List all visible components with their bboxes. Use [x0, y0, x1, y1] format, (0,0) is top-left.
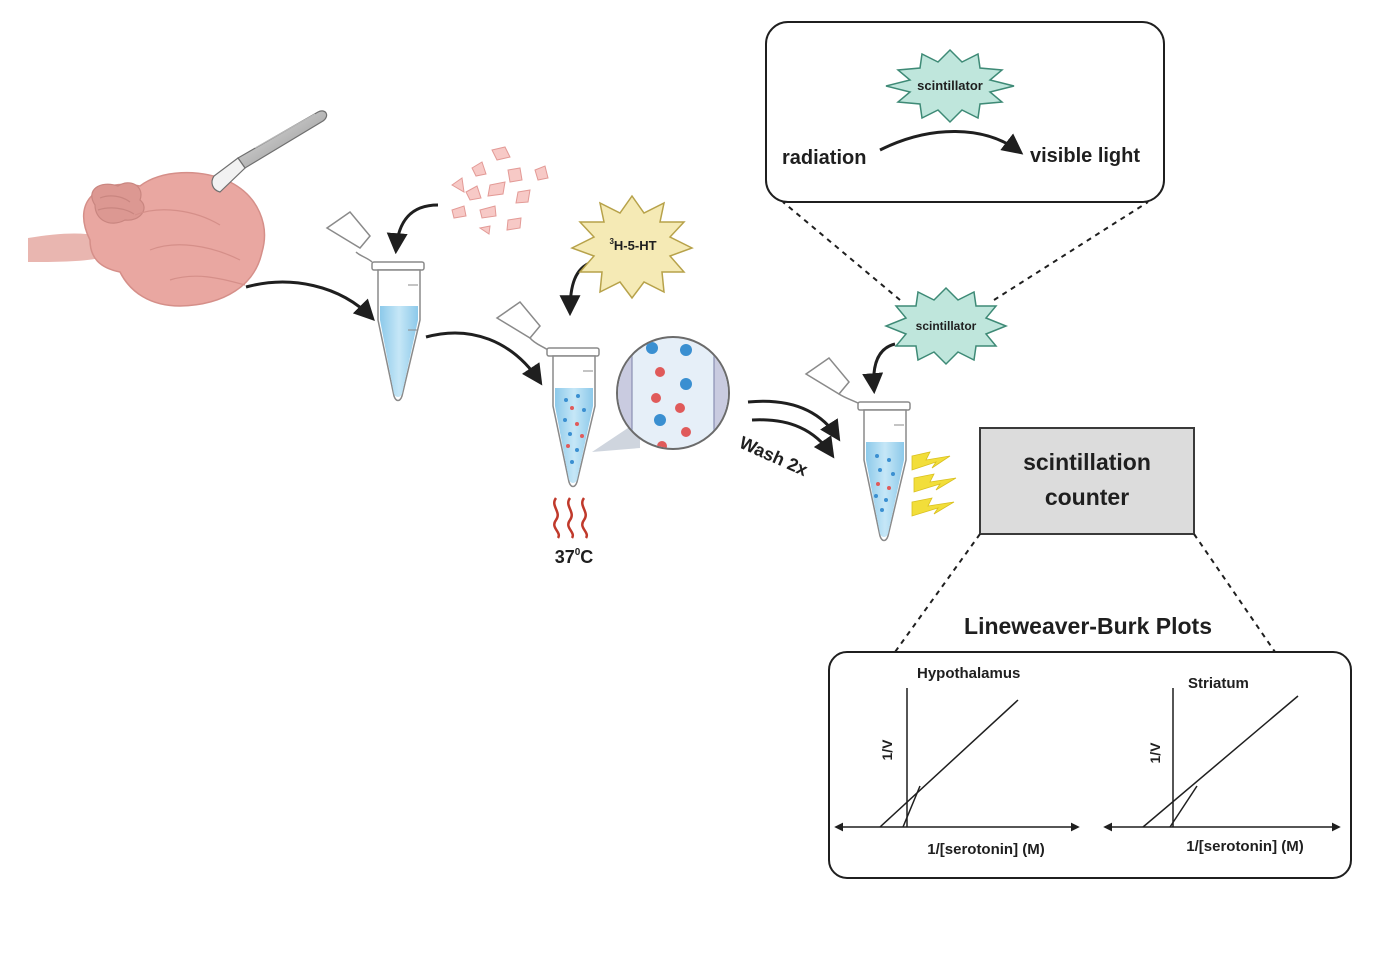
plot-hypothalamus: Hypothalamus 1/V 1/[serotonin] (M)	[834, 665, 1080, 858]
plot-striatum-x-label: 1/[serotonin] (M)	[1186, 838, 1304, 855]
tube-3-particles	[874, 454, 895, 512]
tissue-fragments	[451, 146, 549, 235]
scintillator-label: scintillator	[916, 319, 977, 333]
plot-hypothalamus-line-2	[902, 785, 921, 828]
plot-striatum-line-2	[1169, 785, 1198, 828]
temperature-value: 37	[555, 547, 575, 567]
arrow-brain-to-tube	[245, 280, 375, 322]
arrow-tube1-to-tube2	[425, 331, 543, 386]
wash-label: Wash 2x	[736, 432, 810, 480]
wash-arrow-2	[751, 418, 835, 459]
plot-striatum: Striatum 1/V 1/[serotonin] (M)	[1103, 675, 1341, 855]
counter-label-line1: scintillation	[1023, 449, 1151, 475]
tracer-badge: 3H-5-HT	[570, 194, 694, 300]
plot-hypothalamus-title: Hypothalamus	[917, 665, 1020, 682]
temperature-unit: C	[580, 547, 593, 567]
tube-2-particles	[563, 394, 586, 464]
scintillation-inset: scintillator radiation visible light	[765, 21, 1165, 203]
scintillator-badge: scintillator	[883, 286, 1009, 366]
plot-striatum-title: Striatum	[1188, 675, 1249, 692]
plots-zoom-line-right	[1193, 533, 1276, 653]
inset-radiation-label: radiation	[782, 147, 866, 169]
plot-striatum-line-1	[1142, 695, 1299, 828]
zoom-line-left	[782, 201, 901, 301]
inset-visible-light-label: visible light	[1030, 145, 1140, 167]
temperature-label: 370C	[555, 547, 594, 567]
inset-scintillator-badge: scintillator	[885, 48, 1015, 124]
light-flash-icon	[911, 451, 957, 517]
tracer-label-main: H-5-HT	[614, 238, 657, 253]
arrow-scintillator-to-tube	[862, 342, 896, 395]
scalpel-icon	[211, 110, 328, 193]
scintillation-counter: scintillation counter	[979, 427, 1195, 535]
inset-conversion-arrow	[879, 130, 1024, 155]
arrow-tissue-to-tube	[386, 203, 439, 255]
brain-icon	[28, 172, 266, 307]
inset-scintillator-label: scintillator	[917, 78, 983, 93]
microtube-1	[325, 210, 425, 402]
plot-hypothalamus-y-label: 1/V	[879, 739, 895, 761]
wash-arrow-1	[747, 399, 841, 442]
microtube-2	[495, 300, 600, 488]
plot-striatum-y-label: 1/V	[1147, 742, 1163, 764]
plot-hypothalamus-x-label: 1/[serotonin] (M)	[927, 841, 1045, 858]
counter-label-line2: counter	[1045, 484, 1129, 510]
temperature-superscript: 0	[575, 547, 581, 558]
plot-hypothalamus-line-1	[879, 699, 1019, 828]
microtube-3	[804, 356, 911, 542]
tracer-label-superscript: 3	[609, 237, 614, 246]
lineweaver-burk-panel: Hypothalamus 1/V 1/[serotonin] (M) Stria…	[828, 651, 1352, 879]
plots-title: Lineweaver-Burk Plots	[964, 613, 1212, 639]
heat-icon	[553, 497, 589, 539]
tracer-label: 3H-5-HT	[609, 237, 656, 253]
zoom-line-right	[993, 201, 1149, 301]
zoom-callout	[592, 420, 640, 452]
plots-zoom-line-left	[894, 533, 981, 653]
